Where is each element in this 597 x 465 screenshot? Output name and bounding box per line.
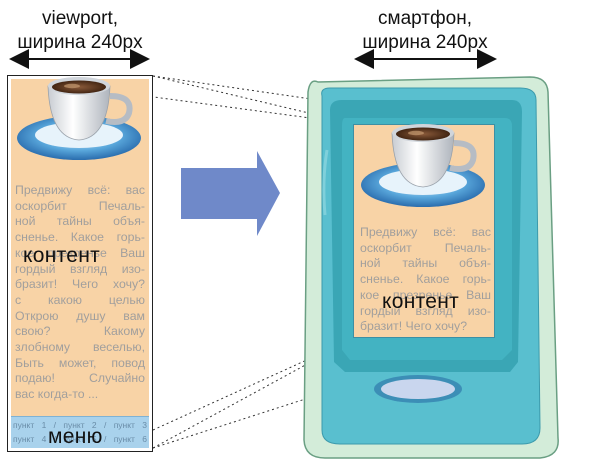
text-line: оскорбит Печаль-	[15, 198, 145, 213]
menu-row-2: пункт 4 / пункт 5 / пункт 6	[13, 434, 147, 444]
phone-label-line1: смартфон,	[378, 8, 472, 29]
menu-separator: /	[103, 420, 107, 430]
phone-label: смартфон, ширина 240px	[345, 7, 505, 55]
text-line: оскорбит Печаль-	[360, 240, 491, 255]
text-line: Быть может, повод	[15, 355, 145, 370]
menu-separator: /	[53, 434, 57, 444]
text-line: с какою целью	[15, 292, 145, 307]
menu-item-5[interactable]: пункт 5	[63, 434, 97, 444]
text-line: подаю! Случайно	[15, 371, 145, 386]
viewport-text: Предвижу всё: вас оскорбит Печаль- ной т…	[15, 183, 145, 403]
viewport-label: viewport, ширина 240px	[0, 7, 160, 55]
text-line: злобному веселью,	[15, 340, 145, 355]
text-line: гордый взгляд изо-	[15, 261, 145, 276]
menu-label: меню	[48, 425, 103, 448]
text-line: сненье. Какое горь-	[15, 230, 145, 245]
viewport-label-line1: viewport,	[41, 8, 119, 29]
transform-arrow-icon	[181, 151, 280, 236]
phone-screen: Предвижу всё: вас оскорбит Печаль- ной т…	[353, 124, 495, 338]
text-line: бразит! Чего хочу?	[360, 319, 468, 334]
text-line: кое презренье Ваш	[15, 245, 145, 260]
menu-item-4[interactable]: пункт 4	[13, 434, 47, 444]
text-line: кое презренье Ваш	[360, 287, 491, 302]
text-line: Предвижу всё: вас	[15, 183, 145, 197]
menu-row-1: пункт 1 / пункт 2 / пункт 3	[13, 420, 147, 430]
phone-text: Предвижу всё: вас оскорбит Печаль- ной т…	[360, 225, 491, 335]
text-line: сненье. Какое горь-	[360, 272, 491, 287]
text-line: Открою душу вам	[15, 308, 145, 323]
text-line: свою? Какому	[15, 324, 145, 339]
menu-item-3[interactable]: пункт 3	[113, 420, 147, 430]
menu-item-1[interactable]: пункт 1	[13, 420, 47, 430]
menu-item-6[interactable]: пункт 6	[113, 434, 147, 444]
phone-label-line2: ширина 240px	[362, 32, 488, 53]
text-line: гордый взгляд изо-	[360, 303, 491, 318]
text-line: ной тайны объя-	[360, 256, 491, 271]
viewport-label-line2: ширина 240px	[17, 32, 143, 53]
text-line: бразит! Чего хочу?	[15, 277, 145, 292]
text-line: вас когда-то ...	[15, 387, 99, 402]
menu-separator: /	[103, 434, 107, 444]
content-label-right: контент	[382, 290, 460, 313]
text-line: Предвижу всё: вас	[360, 225, 491, 239]
menu-separator: /	[53, 420, 57, 430]
viewport-menu-bar: пункт 1 / пункт 2 / пункт 3 пункт 4 / пу…	[11, 416, 149, 448]
content-label-left: контент	[23, 244, 101, 267]
text-line: ной тайны объя-	[15, 214, 145, 229]
menu-item-2[interactable]: пункт 2	[63, 420, 97, 430]
